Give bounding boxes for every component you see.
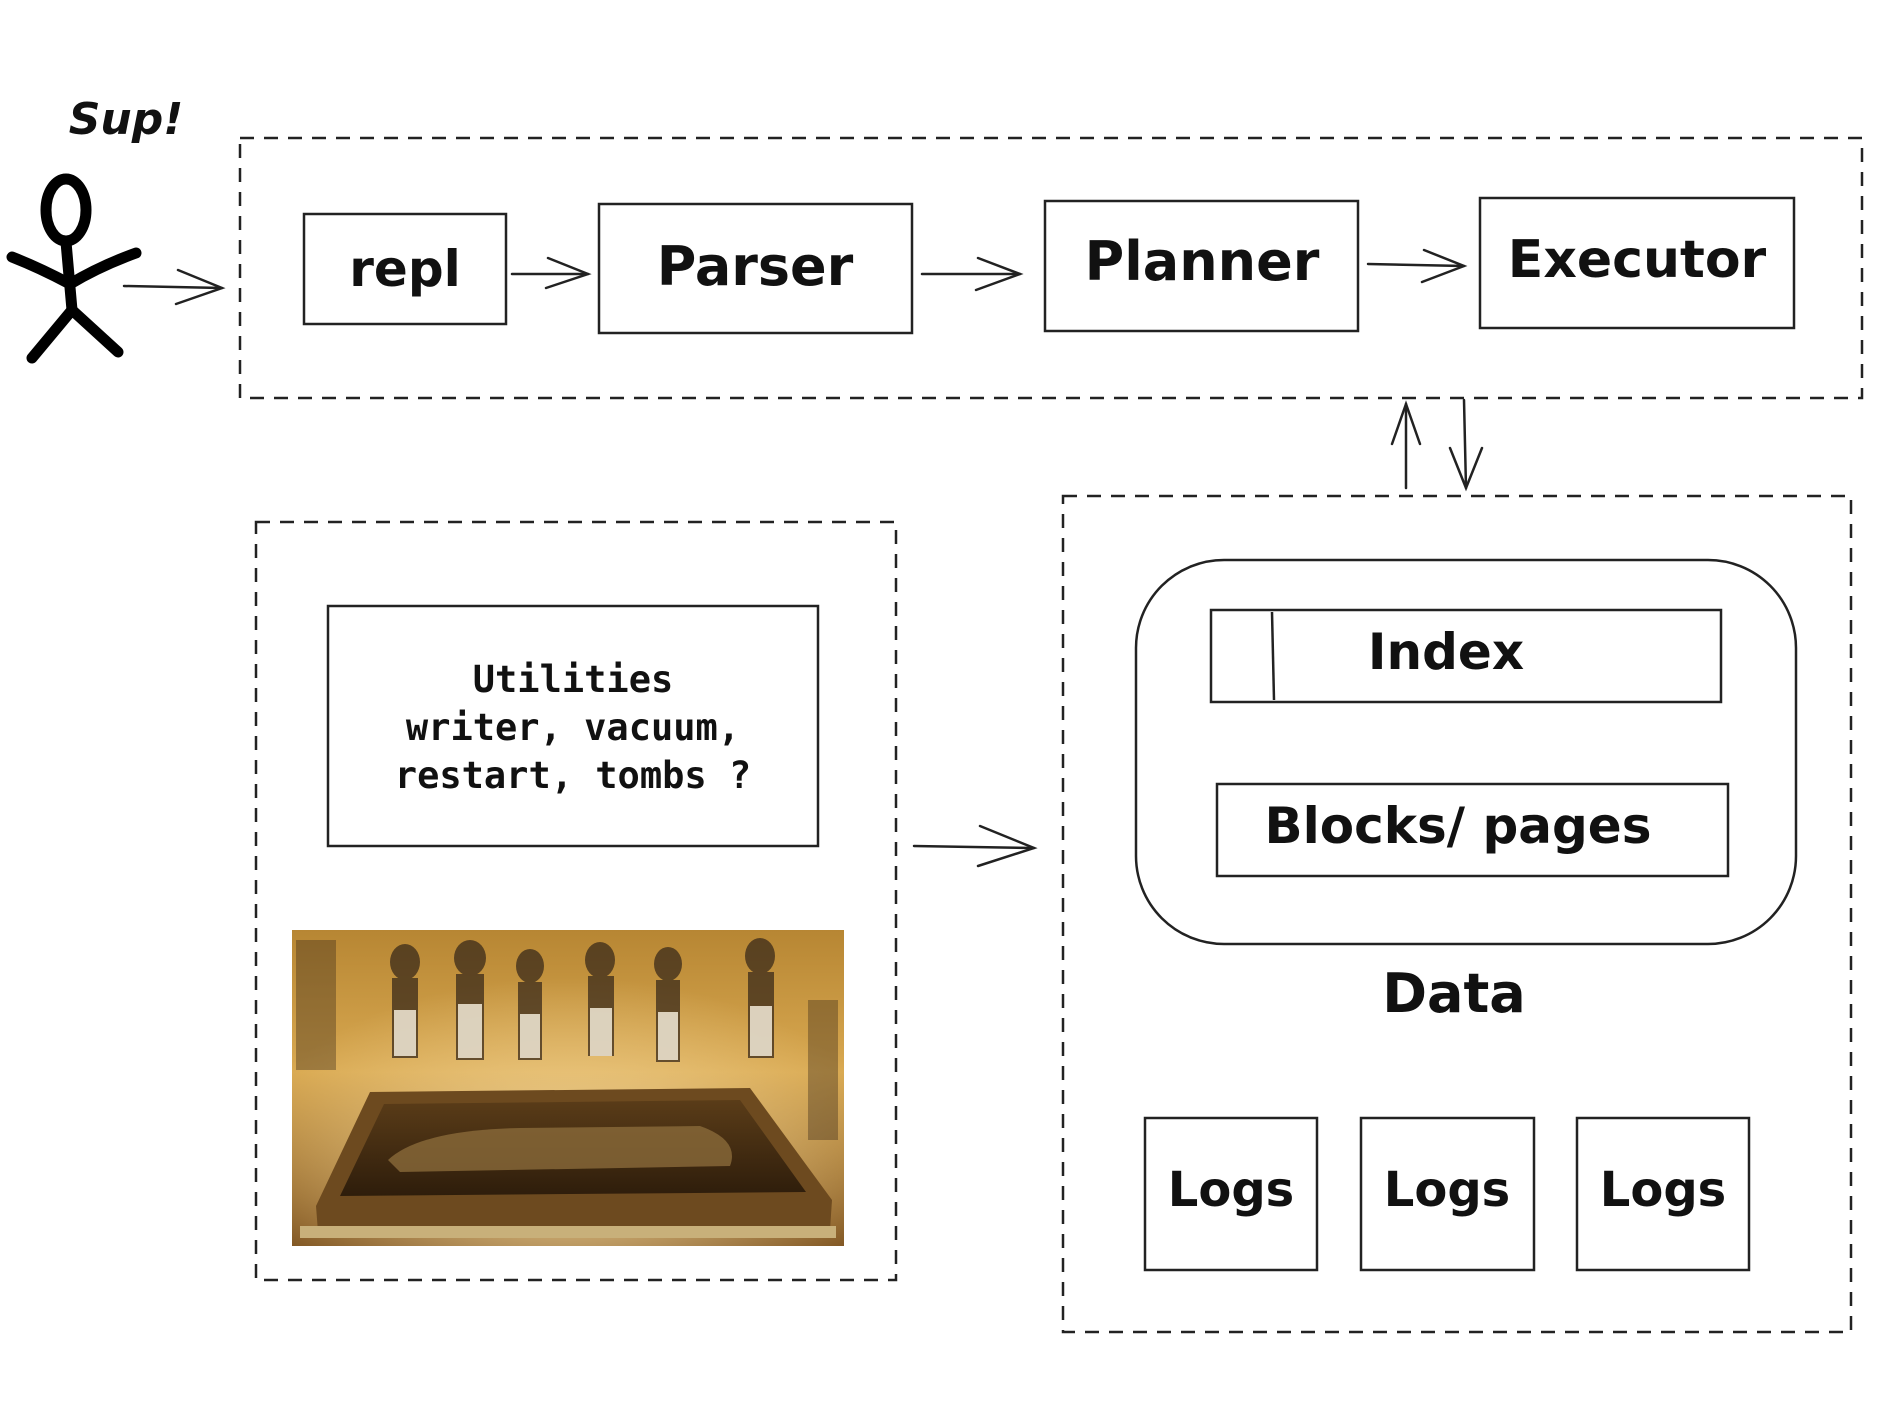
utilities-title: Utilities — [472, 658, 674, 701]
stick-figure-icon — [6, 173, 142, 364]
logs-label-1: Logs — [1167, 1162, 1295, 1218]
utilities-box — [326, 604, 820, 848]
utilities-text: Utilities writer, vacuum, restart, tombs… — [395, 656, 751, 800]
executor-box — [1478, 196, 1796, 330]
parser-label: Parser — [656, 235, 854, 298]
planner-label: Planner — [1084, 230, 1320, 293]
blocks-label: Blocks/ pages — [1264, 797, 1652, 855]
data-label: Data — [1382, 962, 1526, 1025]
greeting-label: Sup! — [68, 94, 184, 145]
arrow-repl-to-parser — [510, 256, 592, 290]
parser-box — [597, 202, 914, 335]
utilities-line-1: writer, vacuum, — [405, 706, 741, 749]
query-pipeline-container — [238, 136, 1864, 400]
data-container — [1061, 494, 1853, 1334]
arrow-user-to-repl — [122, 268, 226, 306]
planner-box — [1043, 199, 1360, 333]
logs-box-2 — [1359, 1116, 1536, 1272]
arrow-planner-to-executor — [1366, 248, 1468, 284]
index-label: Index — [1367, 623, 1525, 681]
utilities-line-2: restart, tombs ? — [394, 754, 752, 797]
index-divider — [1270, 611, 1276, 701]
arrow-utilities-to-data — [912, 824, 1038, 868]
utilities-container — [254, 520, 898, 1282]
arrow-executor-to-data — [1448, 398, 1484, 492]
repl-label: repl — [349, 240, 461, 298]
logs-box-3 — [1575, 1116, 1751, 1272]
repl-box — [302, 212, 508, 326]
blocks-box — [1215, 782, 1730, 878]
logs-label-2: Logs — [1383, 1162, 1511, 1218]
logs-label-3: Logs — [1599, 1162, 1727, 1218]
arrow-parser-to-planner — [920, 256, 1024, 292]
index-box — [1209, 608, 1723, 704]
executor-label: Executor — [1507, 230, 1767, 290]
arrow-data-to-executor — [1390, 400, 1422, 490]
logs-box-1 — [1143, 1116, 1319, 1272]
tomb-mural-photo — [292, 930, 844, 1246]
